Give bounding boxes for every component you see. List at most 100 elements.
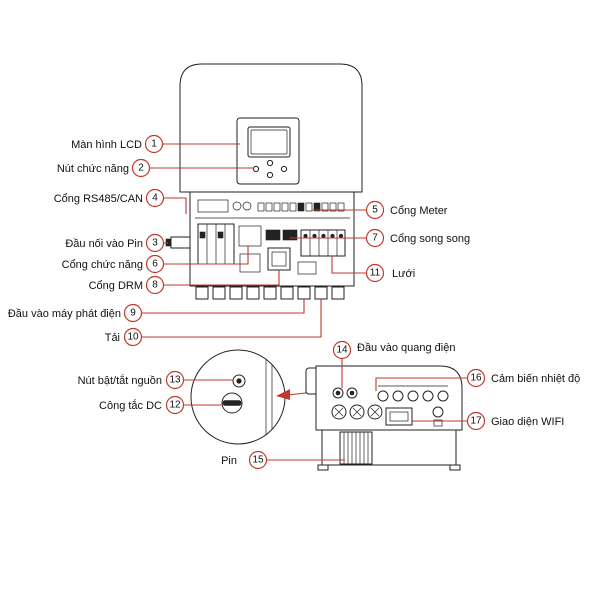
heatsink [339,431,373,465]
port [321,202,329,212]
function-button [266,171,274,179]
terminal [199,231,206,239]
parallel-port [265,229,281,241]
pv-connector-pin [335,390,341,396]
port [337,202,345,212]
callout-badge [145,275,165,295]
callout-label: Cổng RS485/CAN [54,193,143,205]
callout-label: Lưới [392,268,415,280]
callout-power-button: 13 Nút bật/tắt nguồn [78,370,233,390]
meter-port-row [257,202,345,212]
arrow-head [276,389,290,400]
callout-badge [365,200,385,220]
cable-gland [280,286,294,300]
callout-leader [163,270,280,286]
port [257,202,265,212]
function-port-block [238,225,262,247]
callout-grid: 11 Lưới [331,256,415,283]
callout-badge [332,340,352,360]
callout-label: Cổng song song [390,233,470,245]
callout-rs485-can-port: 4 Cổng RS485/CAN [54,188,187,214]
port [297,202,305,212]
callout-badge [365,263,385,283]
callout-function-port: 6 Cổng chức năng [62,246,249,274]
callout-badge [466,411,486,431]
callout-badge [165,370,185,390]
callout-wifi-interface: 17 Giao diện WIFI [412,411,564,431]
port [289,202,297,212]
cable-gland [212,286,226,300]
screw [312,233,317,239]
wifi-port [385,407,413,426]
callout-badge [123,327,143,347]
callout-parallel-port: 7 Cổng song song [290,228,470,248]
cable-gland [263,286,277,300]
callout-label: Nút chức năng [57,163,129,175]
callout-number: 15 [252,455,264,466]
callout-number: 3 [152,238,158,249]
callout-badge [131,158,151,178]
port [281,202,289,212]
cable-gland [297,286,311,300]
screw [303,233,308,239]
lcd-panel [236,117,300,185]
callout-badge [123,303,143,323]
inverter-side-view [305,365,463,471]
pv-connector-pin [349,390,355,396]
pv-cross [370,407,380,417]
function-button [280,165,288,173]
callout-label: Công tắc DC [99,399,162,412]
connector-body [170,236,191,249]
callout-load: 10 Tải [105,299,322,347]
battery-connector [165,236,191,249]
callout-label: Cổng DRM [89,280,143,292]
cable-gland [246,286,260,300]
callout-number: 4 [152,193,158,204]
cable-gland [229,286,243,300]
callout-number: 5 [372,205,378,216]
callout-leader [163,197,187,214]
callout-label: Pin [221,455,237,467]
callout-number: 8 [152,280,158,291]
pcb-component [297,261,317,275]
port [305,202,313,212]
callout-pv-input: 14 Đầu vào quang điện [332,340,455,388]
drm-port-inner [271,251,287,267]
inverter-front-view [165,63,363,300]
cable-gland [331,286,345,300]
callout-label: Cổng chức năng [62,259,143,271]
callout-number: 2 [138,163,144,174]
pv-cross [334,407,344,417]
function-button [266,159,274,167]
callout-label: Cổng Meter [390,205,448,217]
callout-leader [142,299,322,338]
callout-badge [144,134,164,154]
callout-battery: 15 Pin [221,450,345,470]
grid-terminal-block [300,229,346,257]
terminal-block [300,229,346,257]
callout-badge [145,254,165,274]
callout-badge [365,228,385,248]
side-port [422,390,434,402]
callout-badge [466,368,486,388]
callout-number: 13 [169,375,181,386]
callout-number: 1 [151,139,157,150]
callout-temperature-sensor: 16 Cảm biến nhiệt độ [375,368,580,391]
callout-leader [375,377,467,391]
callout-label: Đầu nối vào Pin [65,238,143,250]
callout-label: Tải [105,332,120,344]
callout-number: 11 [370,268,381,279]
side-port [392,390,404,402]
callout-label: Giao diện WIFI [491,416,564,428]
callout-number: 9 [130,308,136,319]
callout-label: Đầu vào quang điện [357,342,455,354]
callout-number: 17 [470,416,482,427]
callout-badge [145,233,165,253]
callout-lcd-screen: 1 Màn hình LCD [71,134,240,154]
callout-number: 16 [470,373,482,384]
pcb-component [242,201,252,211]
side-component [432,406,444,418]
side-port [377,390,389,402]
callout-badge [165,395,185,415]
